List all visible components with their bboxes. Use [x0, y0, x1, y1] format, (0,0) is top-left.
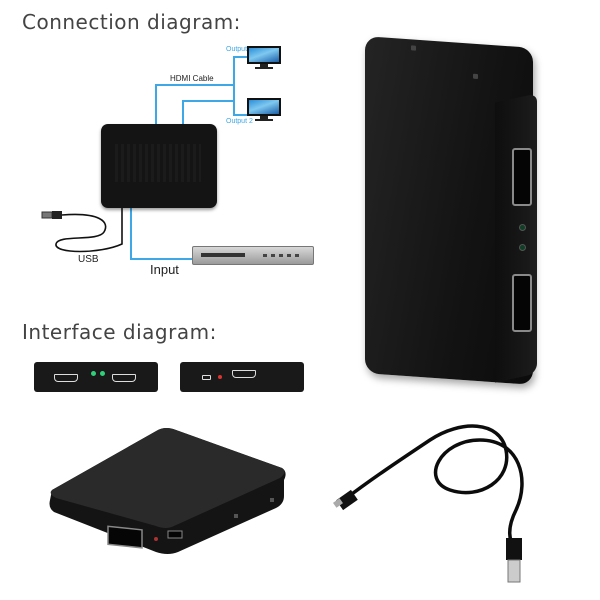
- cable-line: [130, 258, 192, 260]
- output-2-label: Output 2: [226, 118, 253, 125]
- screw-hole-icon: [473, 73, 478, 80]
- cable-line: [233, 56, 247, 58]
- cable-line: [233, 114, 247, 116]
- screw-hole-icon: [411, 45, 416, 51]
- cable-line: [155, 84, 157, 126]
- hdmi-port-icon: [232, 370, 256, 378]
- dvd-player-image: [192, 246, 314, 265]
- output-1-label: Output 1: [226, 46, 253, 53]
- led-indicator-icon: [100, 371, 105, 376]
- power-led-icon: [218, 375, 222, 379]
- usb-cable-photo: [333, 424, 524, 583]
- splitter-port-side: [495, 93, 537, 383]
- usb-label: USB: [78, 254, 99, 265]
- splitter-flat-photo: [49, 428, 286, 554]
- micro-usb-port-icon: [202, 375, 211, 380]
- interface-diagram-title: Interface diagram:: [22, 320, 217, 344]
- led-indicator-icon: [519, 244, 526, 251]
- hdmi-port-icon: [112, 374, 136, 382]
- connection-diagram-title: Connection diagram:: [22, 10, 241, 34]
- cable-line: [155, 84, 233, 86]
- input-label: Input: [150, 262, 179, 277]
- hdmi-port-icon: [512, 148, 532, 206]
- hdmi-port-icon: [54, 374, 78, 382]
- monitor-icon: [247, 46, 281, 70]
- led-indicator-icon: [91, 371, 96, 376]
- led-indicator-icon: [519, 224, 526, 231]
- hdmi-cable-label: HDMI Cable: [170, 74, 214, 83]
- cable-line: [182, 100, 233, 102]
- input-panel-diagram: [180, 362, 304, 392]
- cable-line: [182, 100, 184, 126]
- monitor-icon: [247, 98, 281, 122]
- cable-line: [130, 207, 132, 259]
- usb-cable-icon: [41, 208, 123, 253]
- cable-line: [233, 56, 235, 116]
- splitter-device-image: [101, 124, 217, 208]
- hdmi-port-icon: [512, 274, 532, 332]
- output-panel-diagram: [34, 362, 158, 392]
